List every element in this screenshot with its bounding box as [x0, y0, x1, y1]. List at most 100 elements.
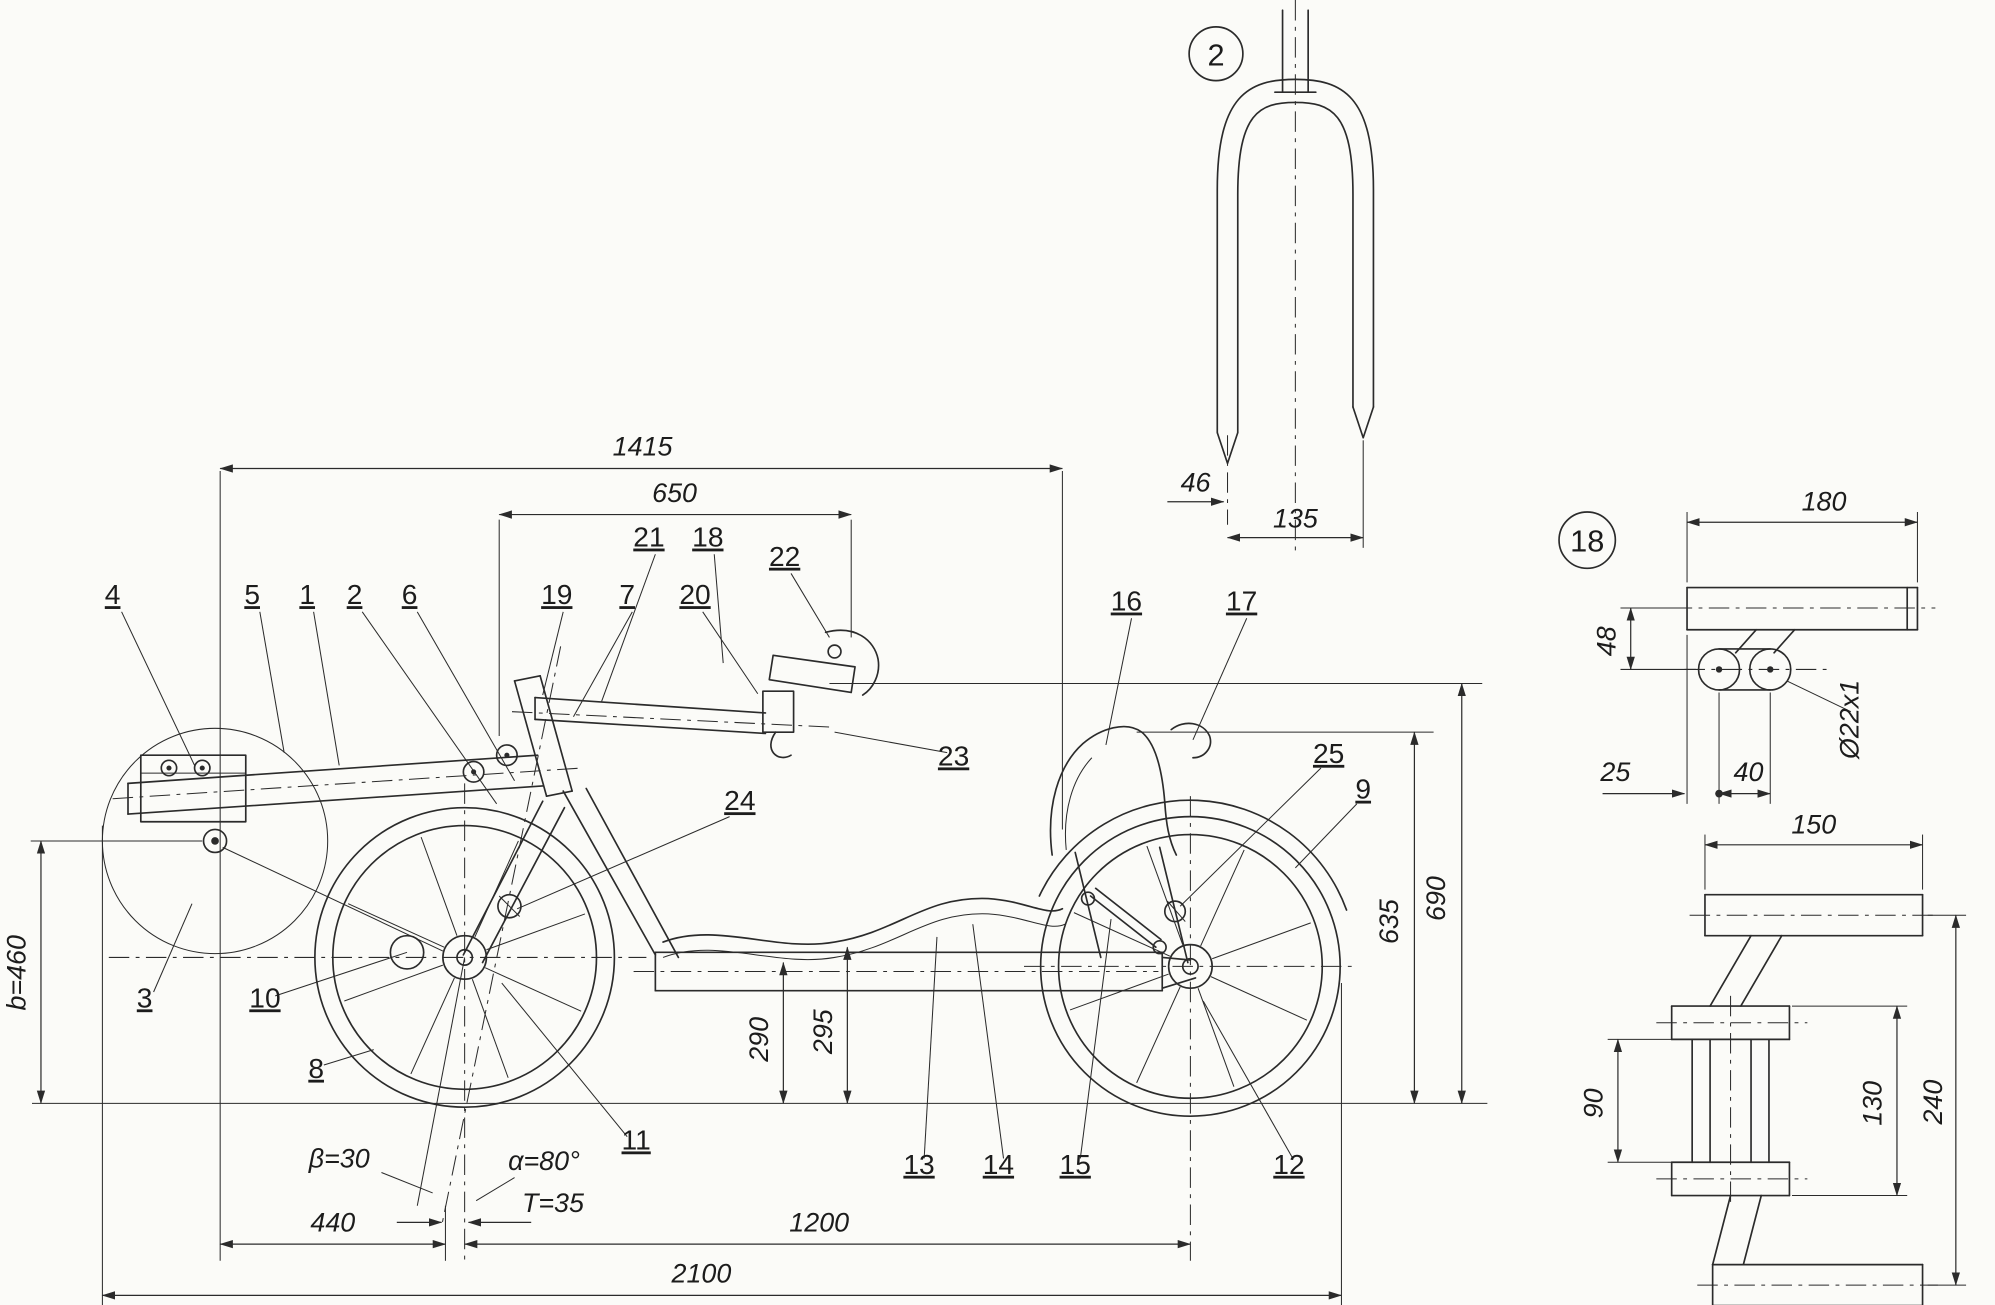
- dim-635: 635: [1374, 898, 1404, 944]
- dim-40: 40: [1734, 757, 1764, 787]
- svg-text:23: 23: [938, 740, 969, 771]
- detail-callout-circle: [1188, 26, 1244, 82]
- seat-strut: [1080, 887, 1167, 955]
- dimension-90: 90: [1579, 1038, 1672, 1163]
- dimension-240: 240: [1918, 914, 1967, 1286]
- bracket-detail-view: 18 180: [1558, 487, 1967, 1305]
- dimension-290: 290: [744, 961, 788, 1105]
- part-label-6: 6: [402, 579, 516, 782]
- rear-hub-bracket: [1163, 900, 1187, 923]
- centerlines: [108, 646, 1357, 1261]
- svg-text:17: 17: [1226, 586, 1257, 617]
- handlebar-assembly: [534, 629, 880, 759]
- dim-440: 440: [310, 1207, 355, 1237]
- part-label-23: 23: [834, 731, 969, 771]
- detail-callout-18: 18: [1570, 524, 1604, 559]
- dim-48: 48: [1591, 626, 1621, 656]
- dimension-635: 635: [1136, 731, 1434, 1105]
- svg-text:15: 15: [1060, 1149, 1091, 1180]
- handlebar-grip: [768, 654, 856, 694]
- part-label-22: 22: [769, 541, 830, 638]
- svg-text:25: 25: [1313, 738, 1344, 769]
- angle-lines: [381, 957, 515, 1206]
- dim-690: 690: [1421, 876, 1451, 921]
- dim-150: 150: [1791, 809, 1836, 839]
- svg-text:9: 9: [1355, 774, 1371, 805]
- part-label-13: 13: [903, 936, 938, 1180]
- part-label-7: 7: [572, 579, 635, 718]
- dim-650: 650: [652, 478, 697, 508]
- part-label-5: 5: [244, 579, 285, 753]
- svg-text:6: 6: [402, 579, 418, 610]
- dim-46: 46: [1181, 468, 1211, 498]
- svg-text:13: 13: [903, 1149, 934, 1180]
- svg-text:2: 2: [347, 579, 363, 610]
- fork-outer-contour: [1216, 78, 1375, 434]
- dimension-180: 180: [1686, 487, 1919, 583]
- chain-line: [222, 846, 444, 952]
- dimension-2100: 2100: [101, 825, 1343, 1305]
- dimension-40: 40: [1718, 692, 1771, 804]
- svg-text:11: 11: [622, 1124, 651, 1155]
- dimension-150: 150: [1704, 809, 1924, 890]
- seat-shell: [1049, 725, 1178, 856]
- svg-text:21: 21: [633, 522, 664, 553]
- part-label-3: 3: [137, 903, 193, 1013]
- svg-text:4: 4: [105, 579, 121, 610]
- dim-135: 135: [1273, 503, 1319, 533]
- dim-130: 130: [1858, 1081, 1888, 1126]
- dim-alpha: α=80°: [508, 1146, 580, 1176]
- svg-text:19: 19: [541, 579, 572, 610]
- part-label-8: 8: [308, 1049, 374, 1084]
- part-label-20: 20: [679, 579, 759, 695]
- part-label-9: 9: [1294, 774, 1371, 869]
- dimension-1200: 1200: [463, 1207, 1192, 1249]
- front-fork-blade: [462, 800, 544, 956]
- rear-mudguard: [1038, 799, 1348, 911]
- dimension-b460: b=460: [2, 840, 203, 1105]
- svg-text:8: 8: [308, 1053, 324, 1084]
- svg-text:16: 16: [1111, 586, 1142, 617]
- part-label-4: 4: [105, 579, 196, 766]
- fork-detail-view: 2 46 135: [1167, 0, 1375, 551]
- cable-hook: [770, 731, 792, 759]
- fork-inner-contour: [1236, 101, 1354, 434]
- dim-1200: 1200: [789, 1207, 849, 1237]
- dimension-fork-46: 46: [1167, 468, 1225, 506]
- brake-lever: [824, 629, 880, 696]
- headrest: [1170, 722, 1212, 759]
- chain-idler: [389, 934, 425, 970]
- front-boom-tube: [127, 754, 544, 815]
- body-panel-lower: [662, 913, 1066, 961]
- part-label-19: 19: [541, 579, 572, 696]
- dim-o22x1: Ø22x1: [1835, 680, 1865, 760]
- part-callouts: 4 5 1 2 6 19 7 21 18 20 22 16 17 23 24 2…: [105, 522, 1371, 1180]
- dim-290: 290: [744, 1017, 774, 1063]
- dimension-tube-spec: Ø22x1: [1786, 680, 1865, 760]
- svg-text:24: 24: [724, 785, 755, 816]
- dim-2100: 2100: [671, 1259, 732, 1289]
- detail-callout-2: 2: [1207, 37, 1224, 72]
- seat-assembly: [1049, 722, 1212, 964]
- dimension-440: 440: [219, 1205, 447, 1261]
- dimension-650: 650: [498, 478, 852, 736]
- dim-180: 180: [1802, 487, 1847, 517]
- bracket-bottom-view: 150 90 130 240: [1579, 809, 1967, 1305]
- dim-beta: β=30: [308, 1143, 370, 1173]
- svg-text:22: 22: [769, 541, 800, 572]
- part-label-18: 18: [692, 522, 724, 664]
- dimension-fork-135: 135: [1226, 440, 1364, 548]
- fork-clamp: [497, 893, 522, 919]
- part-label-16: 16: [1105, 586, 1142, 746]
- dimension-1415: 1415: [219, 432, 1064, 1261]
- part-label-2: 2: [347, 579, 498, 805]
- part-label-25: 25: [1179, 738, 1344, 907]
- frame: [562, 787, 1197, 992]
- dimension-130: 130: [1791, 1005, 1908, 1197]
- svg-text:1: 1: [299, 579, 315, 610]
- dim-b460: b=460: [2, 935, 32, 1011]
- svg-text:18: 18: [692, 522, 723, 553]
- dim-240: 240: [1918, 1080, 1948, 1126]
- part-label-15: 15: [1060, 918, 1112, 1180]
- part-label-11: 11: [501, 982, 651, 1155]
